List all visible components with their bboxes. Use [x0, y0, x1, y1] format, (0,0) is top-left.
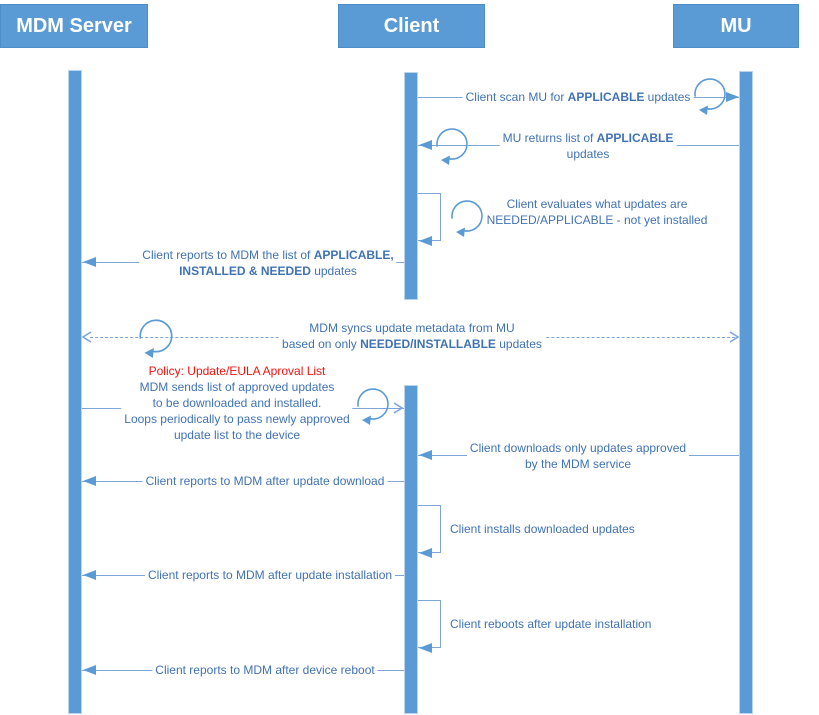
message-label-installs: Client installs downloaded updates — [450, 522, 635, 536]
actor-client-label: Client — [383, 14, 440, 37]
lifeline-client-lower — [404, 385, 418, 714]
loop-icon — [451, 200, 483, 237]
message-label-policy: Policy: Update/EULA Aproval List MDM sen… — [121, 363, 353, 443]
arrowhead-left-icon — [83, 665, 96, 675]
arrowhead-left-icon — [83, 570, 96, 580]
self-message-reboots — [418, 600, 441, 648]
actor-mdm-server: MDM Server — [0, 4, 148, 48]
self-message-evaluates — [418, 193, 441, 241]
arrowhead-left-icon — [83, 476, 96, 486]
arrowhead-right-icon — [726, 92, 739, 102]
loop-icon — [357, 388, 389, 425]
open-arrowhead-right-icon — [729, 331, 740, 343]
message-label-sync: MDM syncs update metadata from MU based … — [279, 320, 545, 352]
lifeline-mdm — [68, 70, 82, 714]
loop-icon — [436, 128, 468, 165]
lifeline-client-upper — [404, 72, 418, 300]
arrowhead-left-icon — [419, 548, 432, 558]
actor-client: Client — [338, 4, 485, 48]
arrowhead-left-icon — [419, 236, 432, 246]
message-label-downloads: Client downloads only updates approved b… — [466, 440, 690, 472]
message-label-scan: Client scan MU for APPLICABLE updates — [462, 89, 694, 105]
self-message-installs — [418, 505, 441, 553]
actor-mu-label: MU — [720, 14, 752, 37]
arrowhead-left-icon — [419, 450, 432, 460]
arrowhead-left-icon — [419, 643, 432, 653]
arrowhead-left-icon — [83, 257, 96, 267]
loop-icon — [694, 78, 726, 115]
message-label-reports-list: Client reports to MDM the list of APPLIC… — [139, 247, 397, 279]
message-label-evaluates: Client evaluates what updates are NEEDED… — [483, 196, 711, 228]
policy-title: Policy: Update/EULA Aproval List — [148, 364, 326, 378]
message-label-report-reboot: Client reports to MDM after device reboo… — [152, 662, 378, 678]
open-arrowhead-right-icon — [393, 402, 404, 414]
message-label-mu-returns: MU returns list of APPLICABLE updates — [499, 130, 677, 162]
open-arrowhead-left-icon — [81, 331, 92, 343]
actor-mu: MU — [673, 4, 799, 48]
arrowhead-left-icon — [419, 140, 432, 150]
lifeline-mu — [739, 71, 753, 714]
message-label-reboots: Client reboots after update installation — [450, 617, 652, 631]
actor-mdm-server-label: MDM Server — [16, 14, 132, 37]
loop-icon — [139, 319, 173, 358]
message-label-report-download: Client reports to MDM after update downl… — [142, 473, 388, 489]
message-label-report-install: Client reports to MDM after update insta… — [144, 567, 396, 583]
